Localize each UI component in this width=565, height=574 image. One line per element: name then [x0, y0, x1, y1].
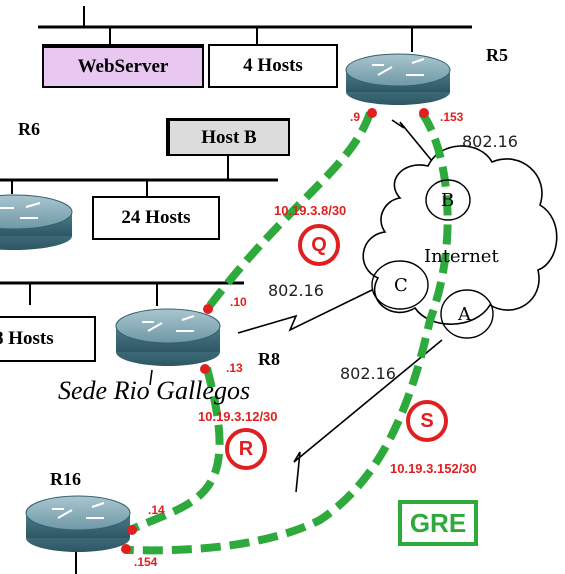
if-dot-r16-top — [127, 525, 137, 535]
router-r5-label: R5 — [486, 45, 508, 65]
if-dot-r8-top — [203, 304, 213, 314]
site-label: Sede Rio Gallegos — [58, 376, 251, 405]
router-r8-icon — [115, 308, 221, 366]
link-type-r16: 802.16 — [340, 364, 396, 383]
hosts-partial-label: 8 Hosts — [0, 328, 54, 349]
lan-r6-bus — [0, 155, 278, 196]
gre-label-box: GRE — [398, 500, 478, 546]
internet-node-b: B — [441, 190, 455, 211]
router-r6-label: R6 — [18, 119, 40, 139]
lan-r8-bus — [0, 281, 244, 306]
tunnel-q-badge: Q — [298, 224, 340, 266]
hosts24-box: 24 Hosts — [92, 196, 220, 240]
webserver-label: WebServer — [77, 56, 169, 77]
webserver-box: WebServer — [42, 44, 204, 88]
hosts24-label: 24 Hosts — [121, 207, 191, 228]
wan-links — [149, 119, 447, 493]
if-dot-r5-right — [419, 108, 429, 118]
hostb-box: Host B — [166, 118, 290, 156]
tunnel-s-badge: S — [406, 400, 448, 442]
tunnel-r-badge: R — [225, 428, 267, 470]
hosts-partial-box: 8 Hosts — [0, 316, 96, 362]
tunnel-r-path — [128, 367, 224, 534]
link-type-r8: 802.16 — [268, 281, 324, 300]
tunnel-s-subnet: 10.19.3.152/30 — [390, 461, 477, 476]
router-r5-icon — [345, 53, 451, 105]
router-r16-icon — [25, 495, 131, 552]
if-r16-bottom: .154 — [134, 555, 158, 569]
if-r16-top: .14 — [148, 503, 165, 517]
if-dot-r8-bottom — [200, 364, 210, 374]
tunnel-r-subnet: 10.19.3.12/30 — [198, 409, 278, 424]
if-r5-left: .9 — [350, 110, 361, 124]
hosts4-box: 4 Hosts — [208, 44, 338, 88]
hostb-label: Host B — [201, 126, 257, 148]
if-r8-top: .10 — [230, 295, 247, 309]
gre-label: GRE — [409, 507, 467, 538]
tunnel-q-subnet: 10.19.3.8/30 — [274, 203, 347, 218]
if-dot-r16-bottom — [121, 544, 131, 554]
router-r8-label: R8 — [258, 349, 280, 369]
router-r16-label: R16 — [50, 469, 81, 489]
internet-node-a: A — [458, 304, 471, 325]
lan-top-bus — [38, 6, 472, 52]
internet-node-c: C — [394, 275, 408, 296]
router-r6-icon — [0, 194, 73, 250]
hosts4-label: 4 Hosts — [243, 55, 303, 76]
if-r5-right: .153 — [440, 110, 464, 124]
if-r8-bottom: .13 — [226, 361, 243, 375]
internet-label: Internet — [424, 246, 499, 267]
tunnel-s-path — [125, 110, 452, 555]
link-type-r5: 802.16 — [462, 132, 518, 151]
if-dot-r5-left — [367, 108, 377, 118]
tunnel-q-path — [204, 111, 374, 311]
